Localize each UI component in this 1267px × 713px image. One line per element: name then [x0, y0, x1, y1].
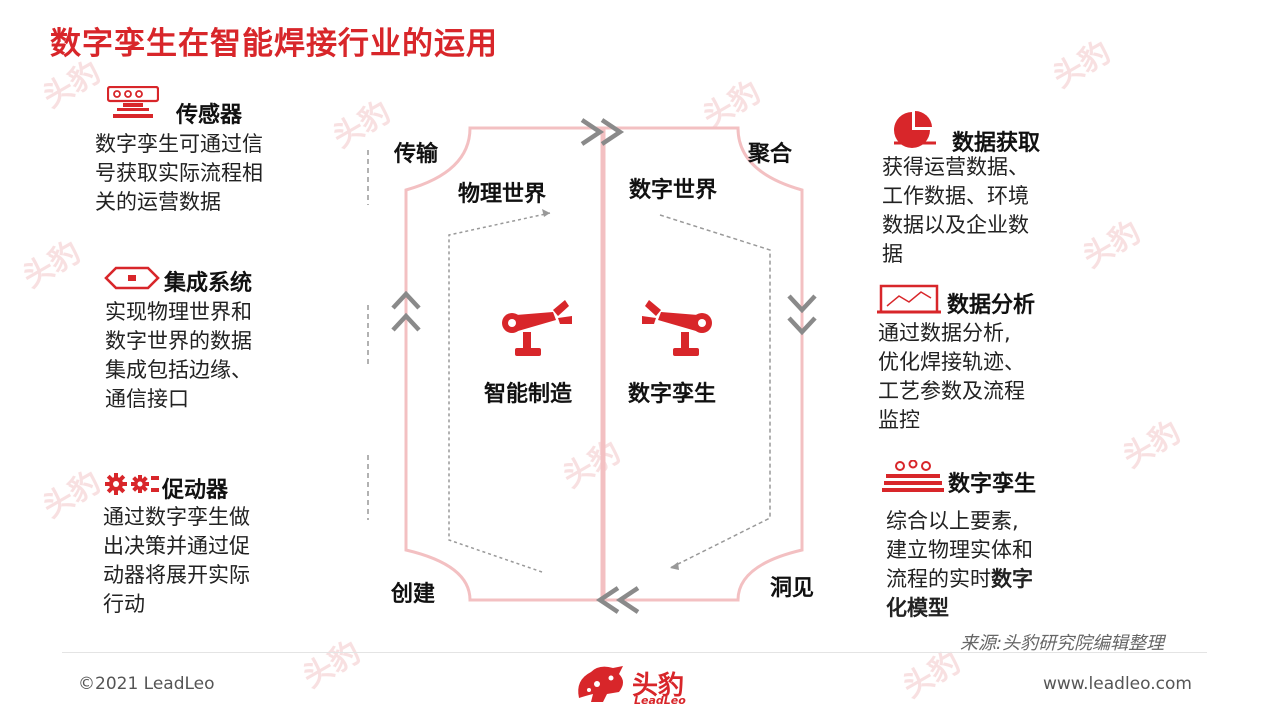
arrow-head [542, 209, 550, 217]
text-line-bold: 化模型 [886, 596, 949, 620]
text-line: 动器将展开实际 [103, 563, 250, 587]
arrow-head [670, 562, 679, 570]
robot-arm-icon [502, 300, 572, 356]
chevron-up-icon [391, 290, 421, 332]
text-line: 监控 [878, 408, 920, 432]
corner-label-transmit: 传输 [394, 142, 439, 167]
text-line: 关的运营数据 [95, 190, 221, 214]
robot-arm-icon [642, 300, 712, 356]
watermark: 头豹 [297, 634, 367, 696]
label-digital-world: 数字世界 [629, 178, 718, 203]
chevron-down-icon [787, 294, 817, 336]
section-title-integration: 集成系统 [164, 271, 253, 296]
section-title-actuator: 促动器 [162, 478, 229, 503]
label-smart-manufacturing: 智能制造 [484, 382, 573, 407]
text-line: 实现物理世界和 [105, 300, 252, 324]
text-line: 通信接口 [105, 387, 189, 411]
chevron-left-icon [595, 586, 640, 614]
text-line: 通过数据分析, [878, 321, 1011, 345]
integration-icon [104, 266, 160, 290]
section-body-digital-twin: 综合以上要素, 建立物理实体和 流程的实时数字 化模型 [886, 507, 1116, 623]
label-physical-world: 物理世界 [458, 182, 547, 207]
corner-label-aggregate: 聚合 [748, 142, 793, 167]
section-body-sensor: 数字孪生可通过信 号获取实际流程相 关的运营数据 [95, 130, 335, 217]
logo-text: 头豹 [632, 671, 685, 701]
page-title: 数字孪生在智能焊接行业的运用 [50, 26, 498, 62]
text-fragment: 流程的实时 [886, 567, 991, 591]
watermark: 头豹 [1117, 414, 1187, 476]
inner-loop-right [659, 214, 771, 569]
sensor-icon [107, 86, 159, 118]
corner-label-create: 创建 [391, 582, 436, 607]
label-digital-twin-center: 数字孪生 [628, 382, 717, 407]
text-line: 综合以上要素, [886, 509, 1019, 533]
physical-world-frame [404, 126, 605, 602]
section-body-data-acquisition: 获得运营数据、 工作数据、环境 数据以及企业数 据 [882, 153, 1112, 269]
text-fragment-bold: 数字 [991, 567, 1033, 591]
section-body-data-analysis: 通过数据分析, 优化焊接轨迹、 工艺参数及流程 监控 [878, 319, 1108, 435]
actuator-gears-icon [105, 473, 159, 495]
leopard-logo-icon [578, 666, 623, 702]
corner-label-insight: 洞见 [770, 576, 815, 601]
inner-loop-left [448, 212, 551, 573]
section-title-digital-twin: 数字孪生 [948, 472, 1037, 497]
text-line: 工艺参数及流程 [878, 379, 1025, 403]
footer-url: www.leadleo.com [1043, 674, 1192, 694]
text-line: 获得运营数据、 [882, 155, 1029, 179]
footer-divider [62, 652, 1207, 653]
text-line: 数据以及企业数 [882, 213, 1029, 237]
text-line: 通过数字孪生做 [103, 505, 250, 529]
digital-world-frame [601, 126, 804, 602]
text-line: 出决策并通过促 [103, 534, 250, 558]
watermark: 头豹 [37, 464, 107, 526]
text-line: 行动 [103, 592, 145, 616]
digital-twin-icon [882, 460, 944, 492]
logo-subtext: LeadLeo [634, 694, 686, 707]
source-note: 来源:头豹研究院编辑整理 [960, 633, 1165, 654]
text-line: 数字孪生可通过信 [95, 132, 263, 156]
section-title-data-analysis: 数据分析 [947, 293, 1036, 318]
digital-twin-cycle-diagram [367, 118, 817, 614]
section-title-data-acquisition: 数据获取 [952, 131, 1041, 156]
text-line: 流程的实时数字 [886, 565, 1116, 594]
watermark: 头豹 [1047, 34, 1117, 96]
pie-chart-icon [894, 110, 936, 148]
line-chart-icon [877, 284, 941, 314]
watermark: 头豹 [897, 644, 967, 706]
text-line: 集成包括边缘、 [105, 358, 252, 382]
section-body-integration: 实现物理世界和 数字世界的数据 集成包括边缘、 通信接口 [105, 298, 335, 414]
text-line: 建立物理实体和 [886, 538, 1033, 562]
text-line: 数字世界的数据 [105, 329, 252, 353]
text-line: 据 [882, 242, 903, 266]
text-line: 号获取实际流程相 [95, 161, 263, 185]
watermark: 头豹 [17, 234, 87, 296]
footer-copyright: ©2021 LeadLeo [78, 674, 215, 694]
chevron-right-icon [580, 118, 625, 146]
section-body-actuator: 通过数字孪生做 出决策并通过促 动器将展开实际 行动 [103, 503, 333, 619]
section-title-sensor: 传感器 [176, 103, 243, 128]
text-line: 优化焊接轨迹、 [878, 350, 1025, 374]
text-line: 工作数据、环境 [882, 184, 1029, 208]
